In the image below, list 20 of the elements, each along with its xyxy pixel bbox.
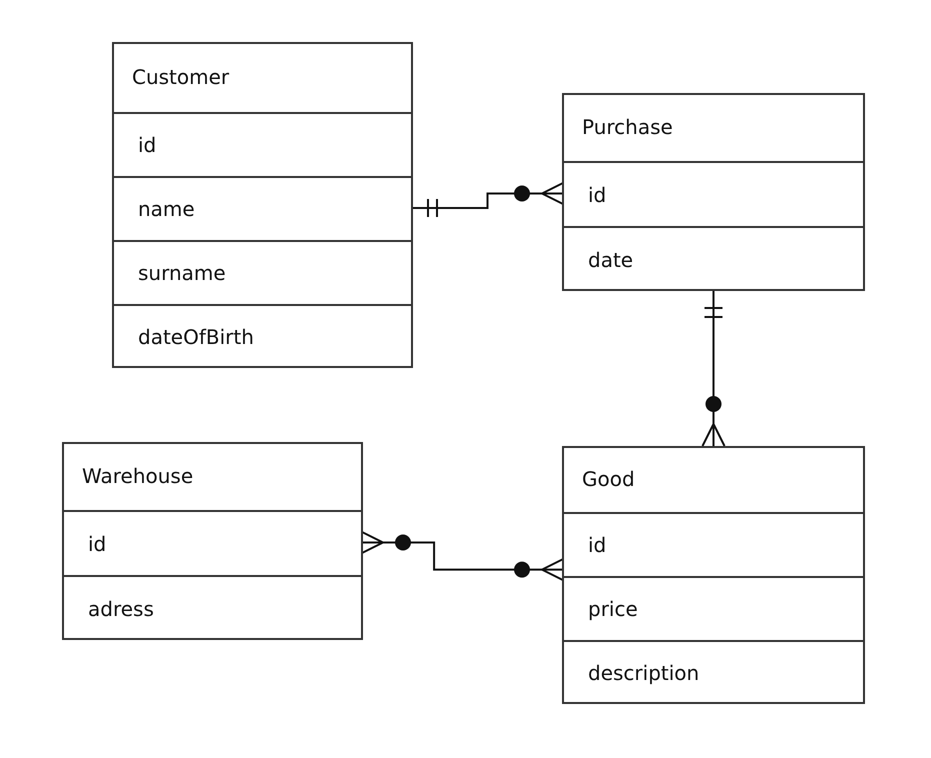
attribute-row: id	[564, 512, 863, 576]
attribute-row: name	[114, 176, 411, 240]
attribute-row: surname	[114, 240, 411, 304]
attribute-row: dateOfBirth	[114, 304, 411, 368]
attribute-row: date	[564, 226, 863, 291]
entity-name: Customer	[132, 65, 230, 89]
relationship-line	[702, 291, 726, 447]
entity-name: Good	[582, 467, 635, 491]
entity-table	[562, 446, 865, 704]
attribute-row: id	[564, 161, 863, 226]
attribute-row: price	[564, 576, 863, 640]
entity-table	[112, 42, 413, 368]
entity-name: Purchase	[582, 115, 673, 139]
attribute-row: id	[64, 510, 361, 575]
entity-name: Warehouse	[82, 464, 194, 488]
attribute-row: description	[564, 640, 863, 704]
entity-table	[62, 442, 363, 640]
entity-table	[562, 93, 865, 291]
attribute-row: adress	[64, 575, 361, 640]
attribute-row: id	[114, 112, 411, 176]
